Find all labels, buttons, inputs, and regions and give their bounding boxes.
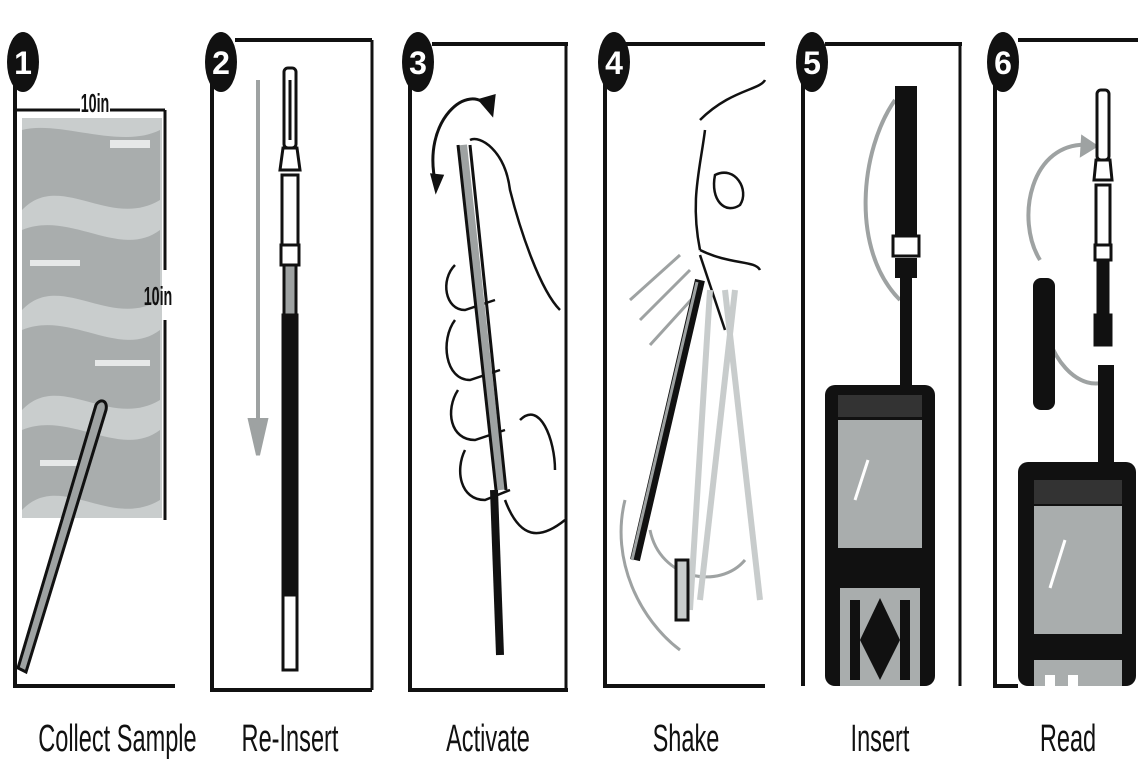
swab-device-icon — [893, 86, 919, 388]
swab-device-icon — [280, 68, 300, 670]
step-badge-2: 2 — [205, 32, 237, 92]
down-arrow-icon — [250, 80, 266, 455]
panel-1: 10in 10in — [15, 38, 175, 686]
svg-text:2: 2 — [212, 45, 230, 81]
svg-text:1: 1 — [14, 45, 32, 81]
panel-3 — [410, 40, 568, 690]
cap-icon — [1033, 278, 1055, 410]
luminometer-icon — [1018, 365, 1136, 686]
step-badges: 1 2 3 4 5 6 — [7, 32, 1019, 92]
svg-text:5: 5 — [803, 45, 821, 81]
panel-6-frame — [995, 40, 1018, 686]
step-caption-4: Shake — [630, 718, 742, 761]
dimension-height-label: 10in — [144, 283, 173, 312]
svg-text:3: 3 — [409, 45, 427, 81]
swab-device-icon — [1094, 90, 1112, 345]
panel-5 — [803, 40, 962, 686]
panel-6 — [995, 40, 1138, 686]
step-caption-5: Insert — [824, 718, 936, 761]
panel-2 — [212, 40, 372, 690]
step-badge-3: 3 — [402, 32, 434, 92]
dimension-width-label: 10in — [81, 90, 110, 119]
step-caption-2: Re-Insert — [234, 718, 346, 761]
svg-text:6: 6 — [994, 45, 1012, 81]
hand-icon — [696, 80, 765, 330]
luminometer-icon — [825, 385, 935, 686]
swab-device-icon — [458, 145, 506, 655]
step-badge-5: 5 — [796, 32, 828, 92]
panel-4 — [605, 40, 765, 686]
step-badge-4: 4 — [598, 32, 630, 92]
step-badge-1: 1 — [7, 32, 39, 92]
step-badge-6: 6 — [987, 32, 1019, 92]
step-caption-1: Collect Sample — [38, 718, 150, 761]
swab-device-ghost — [690, 290, 760, 610]
insert-arrow-icon — [866, 100, 900, 300]
step-caption-6: Read — [1012, 718, 1124, 761]
svg-text:4: 4 — [605, 45, 623, 81]
step-caption-3: Activate — [432, 718, 544, 761]
